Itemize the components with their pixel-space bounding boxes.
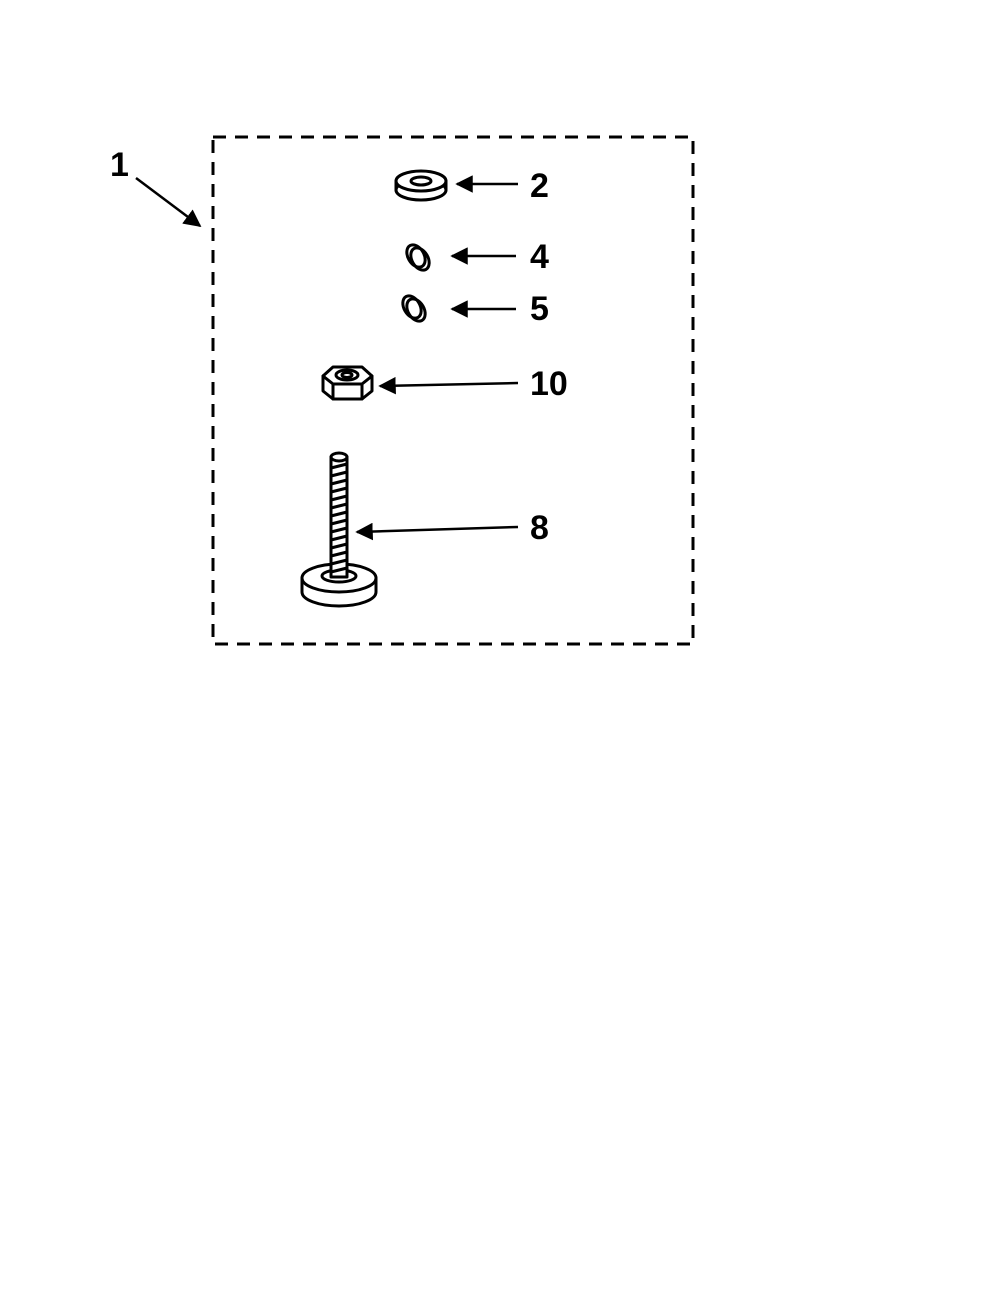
kit-callout-label: 1 bbox=[110, 146, 129, 184]
part-10-leader bbox=[378, 376, 519, 395]
part-5-callout: 5 bbox=[530, 290, 549, 328]
part-10-callout: 10 bbox=[530, 365, 568, 403]
part-8-callout: 8 bbox=[530, 509, 549, 547]
leveling-leg-icon bbox=[300, 451, 378, 608]
part-4-callout: 4 bbox=[530, 238, 549, 276]
part-8-leader bbox=[355, 522, 519, 541]
part-2-callout: 2 bbox=[530, 167, 549, 205]
split-ring-icon bbox=[401, 294, 427, 323]
flat-washer-icon bbox=[394, 169, 448, 202]
split-ring-icon bbox=[405, 243, 431, 272]
kit-boundary bbox=[211, 135, 695, 646]
hex-nut-icon bbox=[321, 365, 374, 401]
kit-callout-leader bbox=[135, 177, 202, 228]
